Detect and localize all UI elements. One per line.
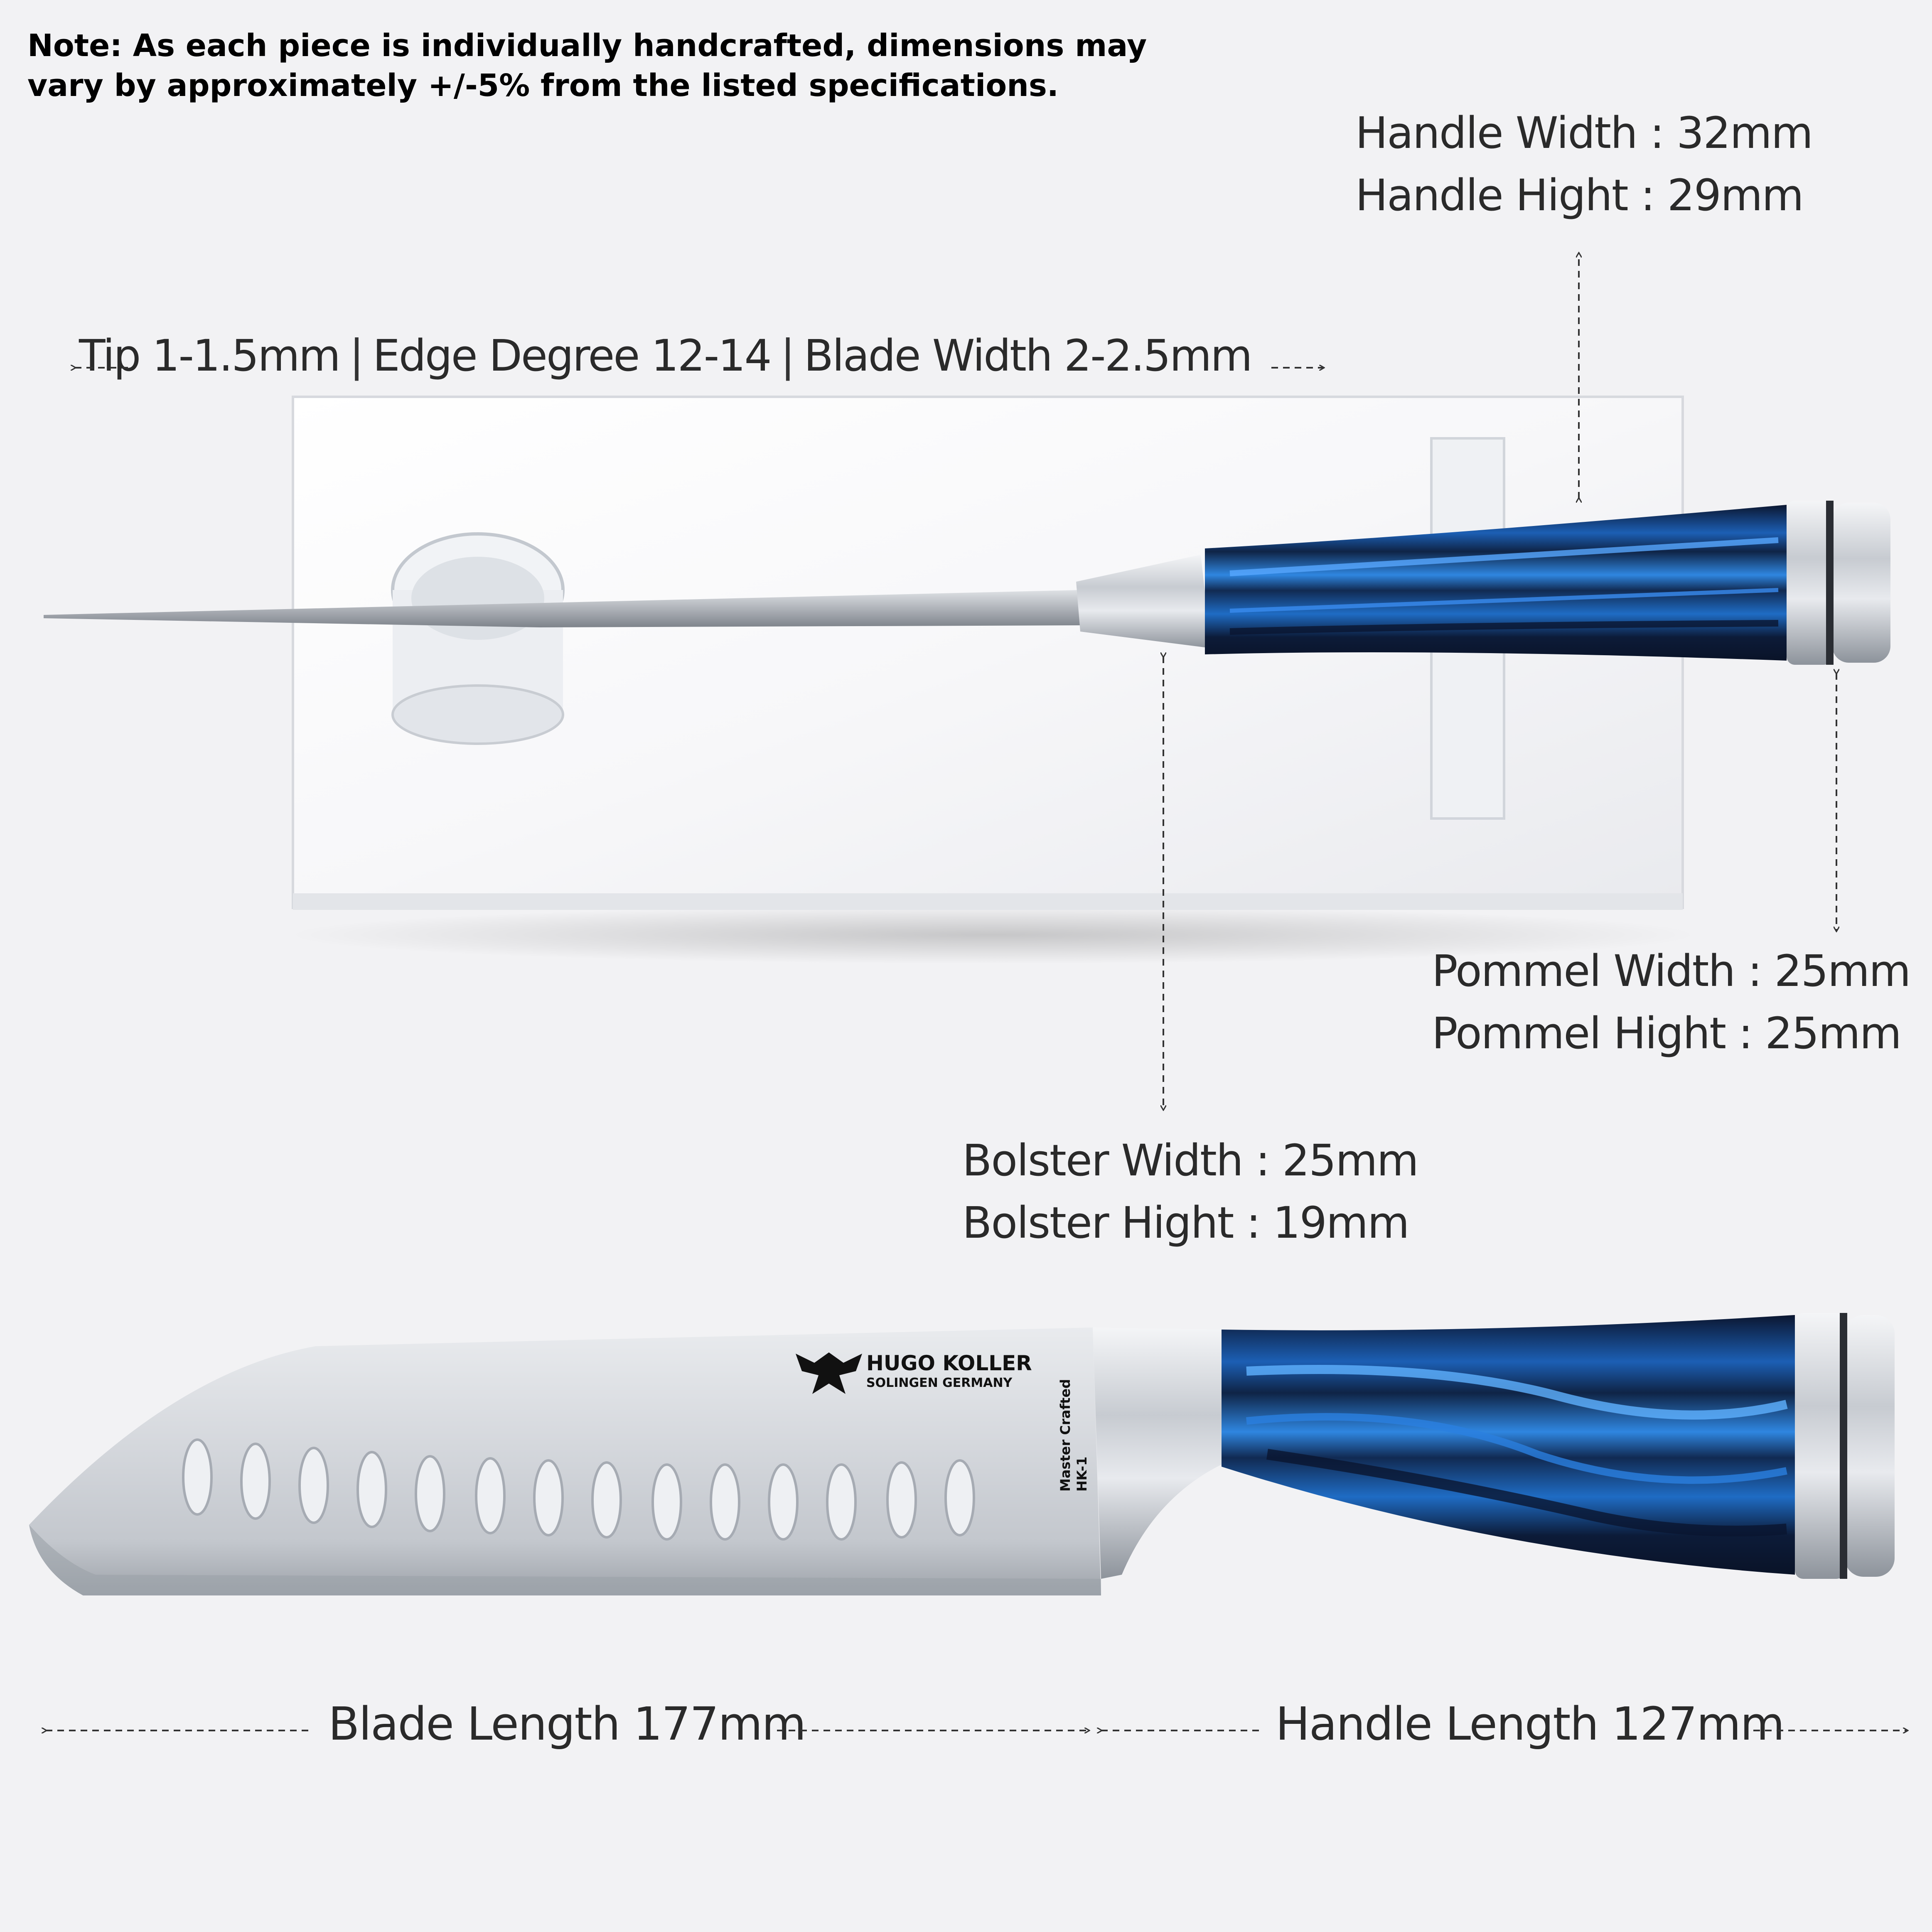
spec-separator: | xyxy=(780,330,795,381)
blade-spec-line: Tip 1-1.5mm|Edge Degree 12-14|Blade Widt… xyxy=(79,330,1253,381)
dimension-arrows xyxy=(46,253,1907,1730)
granton-dimples xyxy=(182,1438,975,1541)
bolster-width-label: Bolster Width : 25mm xyxy=(962,1135,1419,1186)
note-line-2: vary by approximately +/-5% from the lis… xyxy=(27,68,1059,103)
disclaimer-note: Note: As each piece is individually hand… xyxy=(27,26,1232,106)
eagle-emblem-icon xyxy=(796,1352,862,1394)
blade-length-label: Blade Length 177mm xyxy=(328,1697,806,1750)
blade-profile xyxy=(44,590,1080,627)
brand-name: HUGO KOLLER xyxy=(866,1351,1032,1375)
knife-santoku xyxy=(29,1313,1895,1595)
spec-separator: | xyxy=(349,330,364,381)
marking-master-crafted: Master Crafted xyxy=(1057,1379,1073,1492)
bolster xyxy=(1076,555,1211,648)
handle-width-label: Handle Width : 32mm xyxy=(1355,108,1813,158)
tip-spec: Tip 1-1.5mm xyxy=(79,330,341,381)
blade-width-spec: Blade Width 2-2.5mm xyxy=(804,330,1253,381)
santoku-pommel xyxy=(1795,1313,1845,1579)
santoku-bolster xyxy=(1093,1327,1226,1579)
bolster-height-label: Bolster Hight : 19mm xyxy=(962,1197,1410,1248)
brand-origin: SOLINGEN GERMANY xyxy=(866,1376,1013,1390)
pommel-spec-label: Pommel Width : 25mm Pommel Hight : 25mm xyxy=(1432,940,1911,1064)
handle-spec-label: Handle Width : 32mm Handle Hight : 29mm xyxy=(1355,102,1813,226)
blade-logo: HUGO KOLLER SOLINGEN GERMANY Master Craf… xyxy=(796,1351,1090,1492)
handle-length-label: Handle Length 127mm xyxy=(1276,1697,1785,1750)
bolster-spec-label: Bolster Width : 25mm Bolster Hight : 19m… xyxy=(962,1129,1419,1254)
handle-height-label: Handle Hight : 29mm xyxy=(1355,170,1804,221)
edge-degree-spec: Edge Degree 12-14 xyxy=(373,330,772,381)
pommel xyxy=(1787,501,1832,665)
marking-model: HK-1 xyxy=(1074,1457,1090,1492)
acrylic-stand xyxy=(287,396,1699,964)
note-line-1: Note: As each piece is individually hand… xyxy=(27,28,1147,64)
knife-top-view xyxy=(44,501,1890,665)
pommel-height-label: Pommel Hight : 25mm xyxy=(1432,1008,1902,1059)
